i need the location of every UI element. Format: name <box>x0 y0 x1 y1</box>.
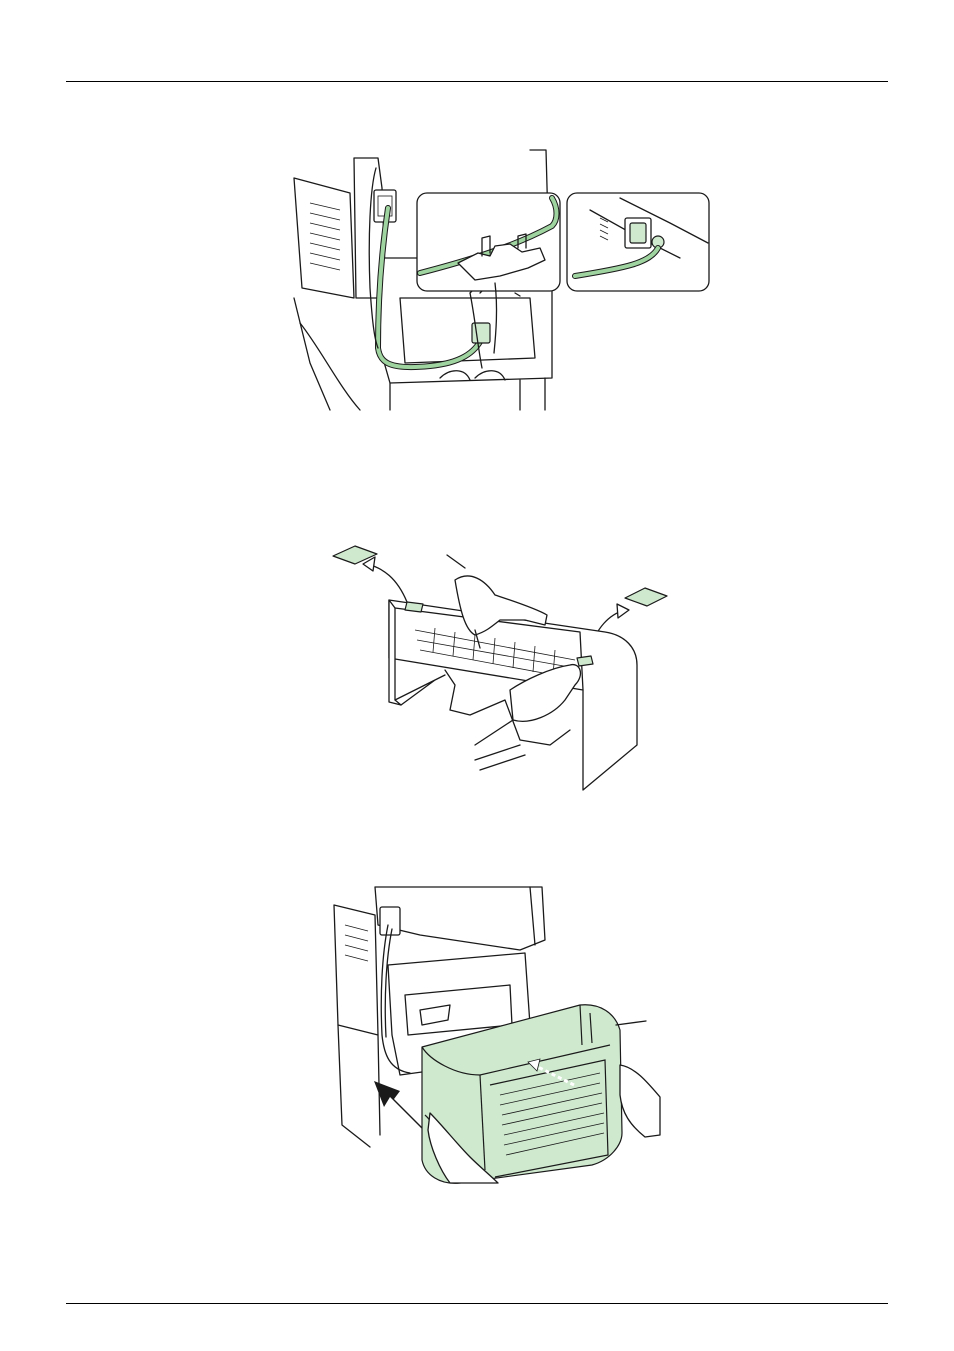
duplexer-install-illustration <box>333 886 661 1184</box>
cable-routing-illustration <box>293 149 710 411</box>
tape-removal-illustration <box>332 545 668 791</box>
header-rule <box>66 81 888 82</box>
footer-rule <box>66 1303 888 1304</box>
